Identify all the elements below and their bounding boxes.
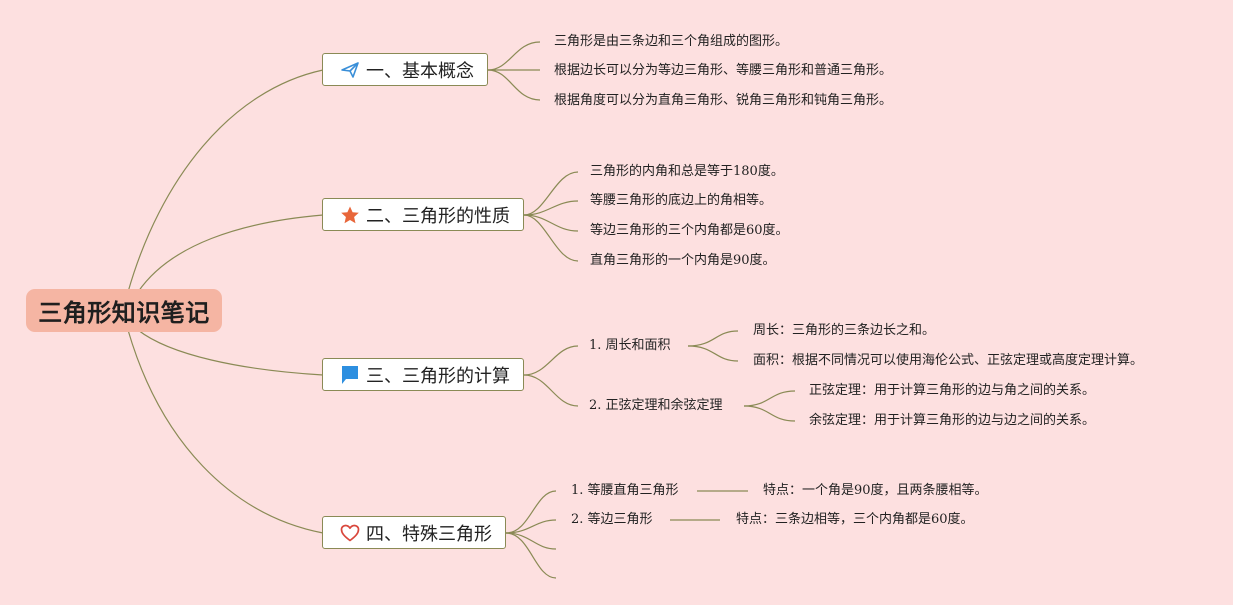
flag-icon <box>340 365 360 385</box>
subtopic-sine-cosine[interactable]: 2. 正弦定理和余弦定理 <box>589 398 723 413</box>
star-icon <box>340 205 360 225</box>
paper-plane-icon <box>340 60 360 80</box>
leaf-text: 根据角度可以分为直角三角形、锐角三角形和钝角三角形。 <box>554 93 893 108</box>
leaf-text: 三角形的内角和总是等于180度。 <box>590 164 784 179</box>
leaf-text: 特点：三条边相等，三个内角都是60度。 <box>736 512 974 527</box>
leaf-text: 特点：一个角是90度，且两条腰相等。 <box>763 483 988 498</box>
leaf-text: 周长：三角形的三条边长之和。 <box>753 323 936 338</box>
leaf-text: 余弦定理：用于计算三角形的边与边之间的关系。 <box>809 413 1096 428</box>
leaf-text: 等边三角形的三个内角都是60度。 <box>590 223 789 238</box>
branch-properties[interactable]: 二、三角形的性质 <box>322 198 524 231</box>
leaf-text: 等腰三角形的底边上的角相等。 <box>590 193 773 208</box>
subtopic-equilateral[interactable]: 2. 等边三角形 <box>571 512 653 527</box>
leaf-text: 正弦定理：用于计算三角形的边与角之间的关系。 <box>809 383 1096 398</box>
heart-icon <box>340 523 360 543</box>
branch-label: 四、特殊三角形 <box>366 523 492 545</box>
leaf-text: 面积：根据不同情况可以使用海伦公式、正弦定理或高度定理计算。 <box>753 353 1144 368</box>
branch-special-triangles[interactable]: 四、特殊三角形 <box>322 516 506 549</box>
branch-basic-concepts[interactable]: 一、基本概念 <box>322 53 488 86</box>
leaf-text: 直角三角形的一个内角是90度。 <box>590 253 776 268</box>
branch-label: 三、三角形的计算 <box>366 365 510 387</box>
root-topic[interactable]: 三角形知识笔记 <box>26 289 222 332</box>
leaf-text: 三角形是由三条边和三个角组成的图形。 <box>554 34 789 49</box>
subtopic-perimeter-area[interactable]: 1. 周长和面积 <box>589 338 671 353</box>
branch-label: 二、三角形的性质 <box>366 205 510 227</box>
branch-calculation[interactable]: 三、三角形的计算 <box>322 358 524 391</box>
leaf-text: 根据边长可以分为等边三角形、等腰三角形和普通三角形。 <box>554 63 893 78</box>
subtopic-isosceles-right[interactable]: 1. 等腰直角三角形 <box>571 483 679 498</box>
branch-label: 一、基本概念 <box>366 60 474 82</box>
